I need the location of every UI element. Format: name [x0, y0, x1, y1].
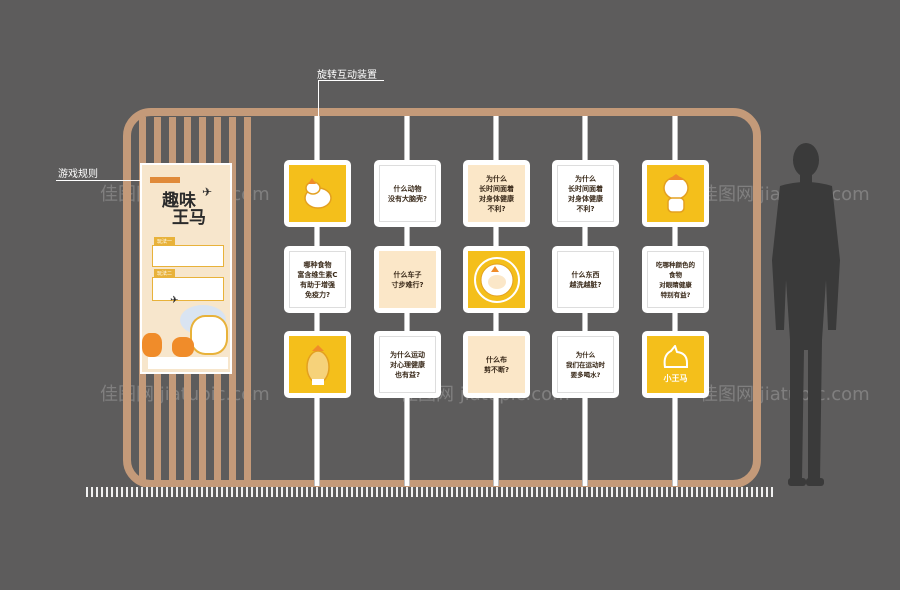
card-r2c4[interactable]: 什么东西 越洗越脏?	[552, 246, 619, 313]
card-face: 吃哪种颜色的 食物 对眼睛健康 特别有益?	[647, 251, 704, 308]
question-text: 吃哪种颜色的 食物 对眼睛健康 特别有益?	[656, 260, 695, 299]
card-face: 为什么运动 对心理健康 也有益?	[379, 336, 436, 393]
card-face: 为什么 长时间面着 对身体健康 不利?	[557, 165, 614, 222]
card-r3c5[interactable]: 小王马	[642, 331, 709, 398]
card-face	[289, 336, 346, 393]
mascot-badge-text: 小王马	[663, 374, 688, 383]
rule1-box	[152, 245, 224, 267]
card-face: 小王马	[647, 336, 704, 393]
question-text: 什么东西 越洗越脏?	[569, 270, 602, 289]
card-face	[468, 251, 525, 308]
rule2-box	[152, 277, 224, 301]
card-r1c5[interactable]	[642, 160, 709, 227]
question-text: 什么动物 没有大脑壳?	[387, 184, 428, 203]
card-r3c1[interactable]	[284, 331, 351, 398]
card-r1c2[interactable]: 什么动物 没有大脑壳?	[374, 160, 441, 227]
card-face: 什么东西 越洗越脏?	[557, 251, 614, 308]
plane-icon: ✈	[170, 295, 179, 306]
annotation-leader-line	[318, 80, 384, 81]
card-face: 什么车子 寸步难行?	[379, 251, 436, 308]
watermark: 佳图网 jiatupic.com	[700, 384, 870, 405]
card-r3c3[interactable]: 什么布 剪不断?	[463, 331, 530, 398]
orange-shape-decoration	[172, 337, 194, 357]
horse-mascot-icon	[190, 315, 228, 355]
horse-mascot-icon	[305, 344, 330, 385]
question-text: 什么布 剪不断?	[483, 355, 510, 374]
horse-mascot-icon	[303, 177, 332, 209]
orange-shape-decoration	[142, 333, 162, 357]
rule2-tag: 玩法二	[154, 269, 176, 278]
ground-hatch	[86, 487, 776, 497]
annotation-rotating-device: 旋转互动装置	[317, 70, 377, 81]
horse-head-outline-icon	[663, 345, 688, 368]
display-frame	[123, 108, 761, 488]
poster-title-line2: 王马	[172, 208, 206, 228]
card-r2c3[interactable]	[463, 246, 530, 313]
card-face: 什么动物 没有大脑壳?	[379, 165, 436, 222]
horse-mascot-icon	[662, 173, 689, 213]
annotation-leader-line	[56, 180, 142, 181]
card-face	[647, 165, 704, 222]
question-text: 为什么 长时间面着 对身体健康 不利?	[479, 174, 514, 213]
poster-header-strip	[150, 177, 180, 183]
card-face	[289, 165, 346, 222]
rule1-tag: 玩法一	[154, 237, 176, 246]
question-text: 为什么 我们在运动时 要多喝水?	[566, 350, 605, 379]
question-text: 哪种食物 富含维生素C 有助于增强 免疫力?	[297, 260, 338, 299]
card-face: 为什么 长时间面着 对身体健康 不利?	[468, 165, 525, 222]
human-silhouette	[772, 143, 840, 486]
horse-badge-icon	[473, 256, 520, 303]
card-r1c1[interactable]	[284, 160, 351, 227]
question-text: 什么车子 寸步难行?	[391, 270, 424, 289]
card-r1c4[interactable]: 为什么 长时间面着 对身体健康 不利?	[552, 160, 619, 227]
game-rules-poster: ✈ 趣味 王马 玩法一 玩法二 ✈	[140, 163, 232, 374]
annotation-leader-line	[318, 80, 319, 118]
card-r3c4[interactable]: 为什么 我们在运动时 要多喝水?	[552, 331, 619, 398]
wood-slat	[229, 117, 236, 485]
plane-icon: ✈	[202, 185, 213, 199]
card-r2c2[interactable]: 什么车子 寸步难行?	[374, 246, 441, 313]
card-r3c2[interactable]: 为什么运动 对心理健康 也有益?	[374, 331, 441, 398]
card-r2c1[interactable]: 哪种食物 富含维生素C 有助于增强 免疫力?	[284, 246, 351, 313]
card-face: 哪种食物 富含维生素C 有助于增强 免疫力?	[289, 251, 346, 308]
question-text: 为什么 长时间面着 对身体健康 不利?	[568, 174, 603, 213]
card-face: 什么布 剪不断?	[468, 336, 525, 393]
card-r2c5[interactable]: 吃哪种颜色的 食物 对眼睛健康 特别有益?	[642, 246, 709, 313]
poster-title: 趣味 王马	[162, 193, 206, 227]
question-text: 为什么运动 对心理健康 也有益?	[390, 350, 425, 379]
wood-slat	[244, 117, 251, 485]
poster-title-line1: 趣味	[162, 191, 196, 211]
logo-strip	[148, 357, 228, 369]
card-face: 为什么 我们在运动时 要多喝水?	[557, 336, 614, 393]
card-r1c3[interactable]: 为什么 长时间面着 对身体健康 不利?	[463, 160, 530, 227]
annotation-game-rules: 游戏规则	[58, 169, 98, 180]
